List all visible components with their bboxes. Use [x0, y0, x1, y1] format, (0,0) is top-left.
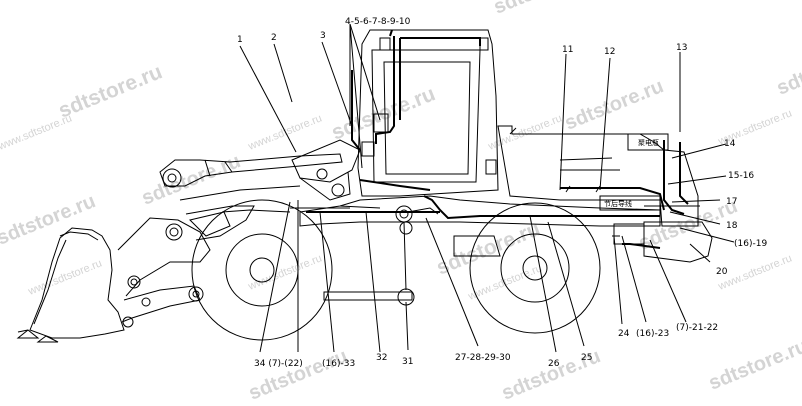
callout-17: 17 — [726, 197, 737, 207]
watermark: www.sdtstore.ru — [26, 257, 104, 298]
watermark: sdtstore.ru — [246, 345, 351, 405]
callout-7-21-22: (7)-21-22 — [676, 323, 718, 333]
callout-16-33: (16)-33 — [322, 359, 355, 369]
callout-4-10: 4-5-6-7-8-9-10 — [345, 17, 411, 27]
watermark: sdtstore.ru — [491, 0, 596, 19]
callout-34-7-22: 34 (7)-(22) — [254, 359, 303, 369]
front-wheel — [191, 199, 333, 341]
watermark: www.sdtstore.ru — [246, 112, 324, 153]
callout-12: 12 — [604, 47, 615, 57]
watermark: www.sdtstore.ru — [0, 112, 74, 153]
watermark: sdtstore.ru — [706, 335, 802, 395]
wiring-harness — [351, 29, 700, 249]
callout-1: 1 — [237, 35, 243, 45]
engine-hood — [497, 125, 699, 227]
callout-labels: 1 2 3 4-5-6-7-8-9-10 11 12 13 14 15-16 1… — [237, 17, 767, 369]
watermark: sdtstore.ru — [55, 60, 165, 122]
callout-24: 24 — [618, 329, 630, 339]
component-boxes: 聚电瓶 节后导线 — [599, 133, 669, 211]
lift-cylinder — [159, 153, 343, 187]
boom-arm — [117, 217, 211, 297]
callout-16-19: (16)-19 — [734, 239, 767, 249]
bucket — [29, 227, 125, 339]
callout-15-16: 15-16 — [728, 171, 754, 181]
box-label-battery: 聚电瓶 — [638, 138, 659, 147]
callout-20: 20 — [716, 267, 728, 277]
watermark: sdtstore.ru — [774, 40, 802, 100]
callout-18: 18 — [726, 221, 738, 231]
callout-11: 11 — [562, 45, 573, 55]
watermark: sdtstore.ru — [562, 75, 667, 135]
callout-16-23: (16)-23 — [636, 329, 669, 339]
counterweight — [643, 221, 713, 263]
callout-25: 25 — [581, 353, 592, 363]
callout-32: 32 — [376, 353, 387, 363]
callout-31: 31 — [402, 357, 413, 367]
watermark: sdtstore.ru — [328, 82, 438, 144]
watermark: sdtstore.ru — [139, 150, 244, 210]
callout-3: 3 — [320, 31, 326, 41]
leader-lines — [239, 23, 735, 353]
callout-2: 2 — [271, 33, 277, 43]
callout-26: 26 — [548, 359, 560, 369]
rear-wheel — [469, 202, 601, 334]
watermark: sdtstore.ru — [636, 195, 741, 255]
callout-13: 13 — [676, 43, 687, 53]
cab — [357, 29, 499, 197]
box-label-harness: 节后导线 — [604, 199, 632, 208]
callout-27-30: 27-28-29-30 — [455, 353, 511, 363]
callout-14: 14 — [724, 139, 736, 149]
watermark: sdtstore.ru — [0, 190, 99, 250]
